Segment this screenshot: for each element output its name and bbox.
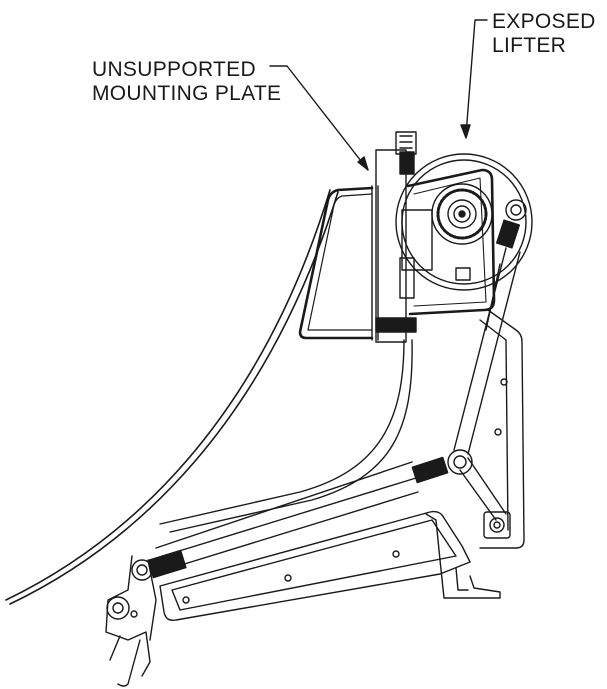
bracket-plate [375,131,417,343]
leader-lifter [460,19,488,139]
base-plate [159,510,471,622]
lifter-gear [431,183,493,245]
upper-pivot [453,199,527,455]
callout-plate-line1: UNSUPPORTED [92,58,256,81]
callout-unsupported-mounting-plate: UNSUPPORTED MOUNTING PLATE [92,58,281,106]
lower-right-pivot [483,511,511,539]
right-arm [479,309,525,549]
callout-lifter-line1: EXPOSED [492,10,596,33]
inner-panel [159,339,405,525]
lifter-housing [395,153,533,316]
left-end-assembly [105,555,157,687]
foot [439,559,501,599]
curved-skin [5,189,331,601]
callout-plate-line2: MOUNTING PLATE [92,82,282,105]
leader-plate [269,65,369,171]
push-rods [147,461,419,579]
middle-pivot [411,449,507,521]
mounting-plate [298,185,379,341]
callout-exposed-lifter: EXPOSED LIFTER [492,10,596,58]
callout-lifter-line2: LIFTER [492,34,567,57]
